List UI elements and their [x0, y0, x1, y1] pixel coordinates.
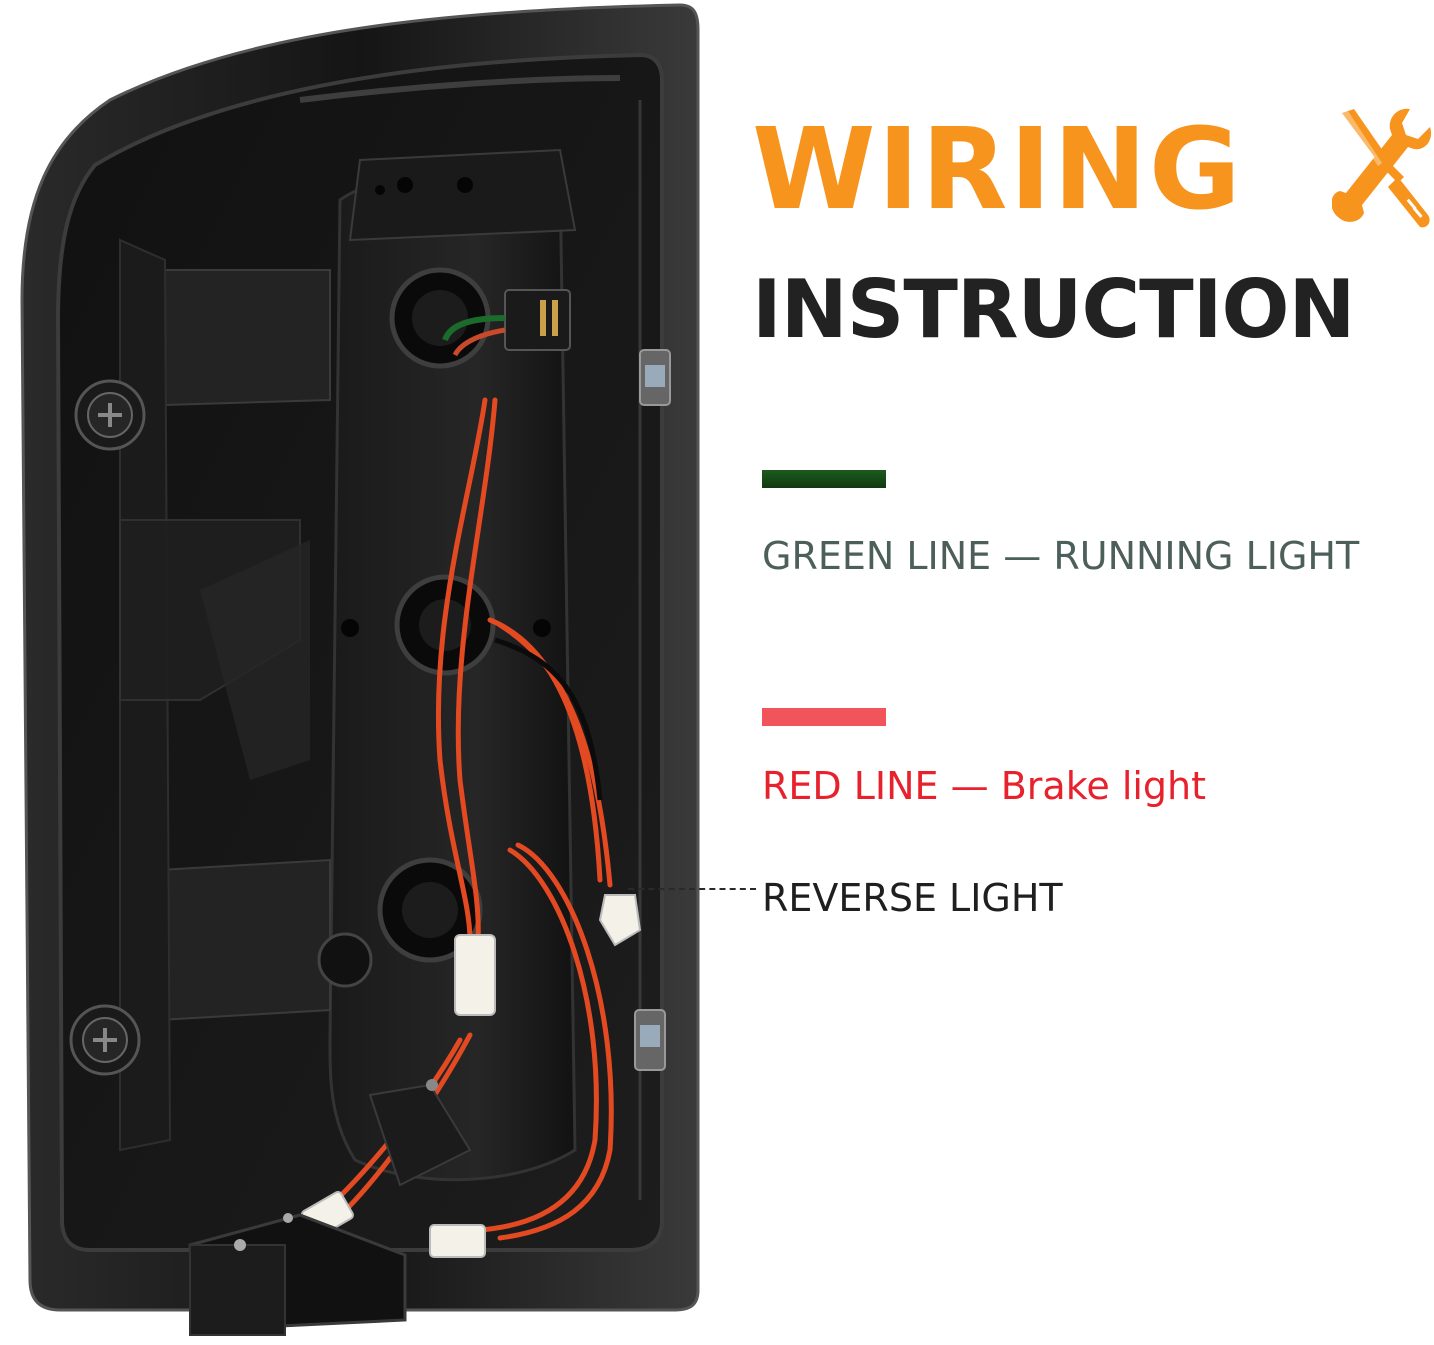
title-instruction: INSTRUCTION [752, 263, 1355, 356]
tail-light-photo [20, 3, 700, 1336]
green-line-swatch [762, 470, 886, 488]
red-line-label: RED LINE — Brake light [762, 764, 1207, 808]
red-line-swatch [762, 708, 886, 726]
reverse-light-label: REVERSE LIGHT [762, 876, 1063, 920]
title-wiring: WIRING [752, 105, 1243, 235]
screw-top [74, 379, 146, 451]
green-line-label: GREEN LINE — RUNNING LIGHT [762, 534, 1360, 578]
screwdriver-wrench-icon [1331, 105, 1432, 230]
reverse-light-callout-line [628, 888, 756, 890]
socket-bottom [377, 857, 483, 963]
screw-bottom [69, 1004, 141, 1076]
harness-module [188, 1213, 407, 1336]
